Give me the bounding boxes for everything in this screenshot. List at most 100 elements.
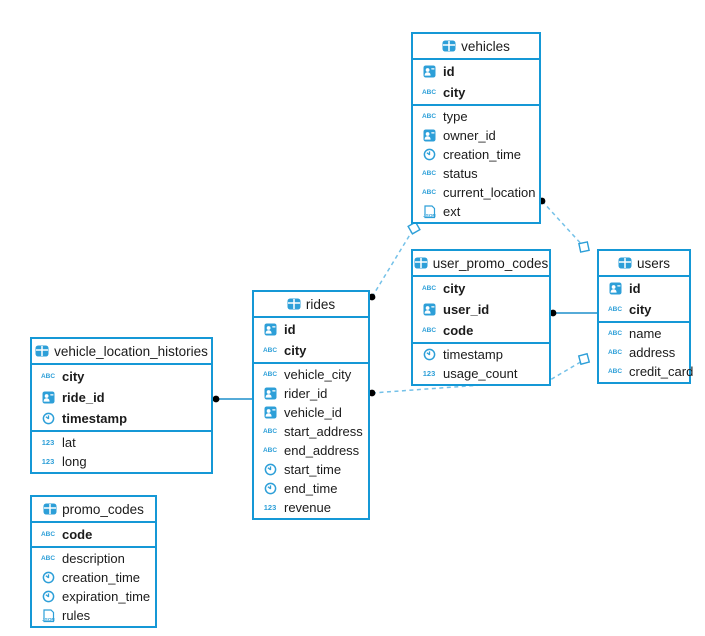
text-type-icon: ABC [607,349,623,356]
table-header[interactable]: user_promo_codes [413,251,549,277]
field-row-vehicle_id[interactable]: vehicle_id [254,403,368,422]
table-title: user_promo_codes [432,255,549,271]
relation-endpoint-dot [212,395,220,403]
table-title: rides [305,296,336,312]
field-name: rules [62,608,91,623]
text-type-icon: ABC [262,447,278,454]
table-header[interactable]: users [599,251,689,277]
svg-text:JSON: JSON [42,617,55,622]
text-type-icon: ABC [262,428,278,435]
text-type-icon: ABC [421,189,437,196]
field-row-status[interactable]: ABC status [413,164,539,183]
field-name: address [629,345,676,360]
field-row-start_address[interactable]: ABC start_address [254,422,368,441]
relation-endpoint-square [578,241,590,253]
field-row-ext[interactable]: JSON ext [413,202,539,221]
id-card-icon [38,391,58,404]
text-type-icon: ABC [421,113,437,120]
field-name: code [443,323,474,338]
field-row-id[interactable]: id [413,61,539,82]
field-name: creation_time [62,570,141,585]
field-name: id [629,281,641,296]
table-icon [35,345,49,357]
field-name: start_address [284,424,363,439]
field-name: start_time [284,462,342,477]
field-row-timestamp[interactable]: timestamp [413,345,549,364]
text-type-icon: ABC [421,170,437,177]
field-row-id[interactable]: id [254,319,368,340]
field-name: status [443,166,478,181]
text-type-icon: ABC [421,285,437,292]
json-type-icon: JSON [38,608,58,623]
timestamp-icon [38,571,58,584]
table-icon [287,298,301,310]
field-row-end_time[interactable]: end_time [254,479,368,498]
field-row-user_id[interactable]: user_id [413,299,549,320]
field-name: creation_time [443,147,522,162]
table-title: promo_codes [62,501,144,517]
field-name: owner_id [443,128,496,143]
field-name: ext [443,204,461,219]
field-row-id[interactable]: id [599,278,689,299]
id-card-icon [419,129,439,142]
field-row-ride_id[interactable]: ride_id [32,387,211,408]
field-name: credit_card [629,364,694,379]
field-row-rider_id[interactable]: rider_id [254,384,368,403]
field-name: long [62,454,87,469]
field-name: usage_count [443,366,518,381]
table-title: users [636,255,670,271]
field-row-start_time[interactable]: start_time [254,460,368,479]
field-name: timestamp [443,347,503,362]
field-name: user_id [443,302,490,317]
table-title: vehicles [461,38,510,54]
table-header[interactable]: vehicle_location_histories [32,339,211,365]
relation-user_promo_codes-to-users[interactable] [549,309,597,317]
field-row-timestamp[interactable]: timestamp [32,408,211,429]
table-header[interactable]: rides [254,292,368,318]
id-card-icon [605,282,625,295]
relation-vehicle_location_histories-to-rides[interactable] [212,395,252,403]
number-type-icon: 123 [263,503,277,512]
field-row-creation_time[interactable]: creation_time [32,568,155,587]
field-name: expiration_time [62,589,151,604]
json-type-icon: JSON [419,204,439,219]
field-row-owner_id[interactable]: owner_id [413,126,539,145]
table-header[interactable]: vehicles [413,34,539,60]
text-type-icon: ABC [421,89,437,96]
table-header[interactable]: promo_codes [32,497,155,523]
field-row-creation_time[interactable]: creation_time [413,145,539,164]
field-row-expiration_time[interactable]: expiration_time [32,587,155,606]
field-row-address[interactable]: ABC address [599,343,689,362]
relation-vehicles-to-users[interactable] [538,197,590,253]
field-row-rules[interactable]: JSON rules [32,606,155,625]
id-card-icon [419,65,439,78]
